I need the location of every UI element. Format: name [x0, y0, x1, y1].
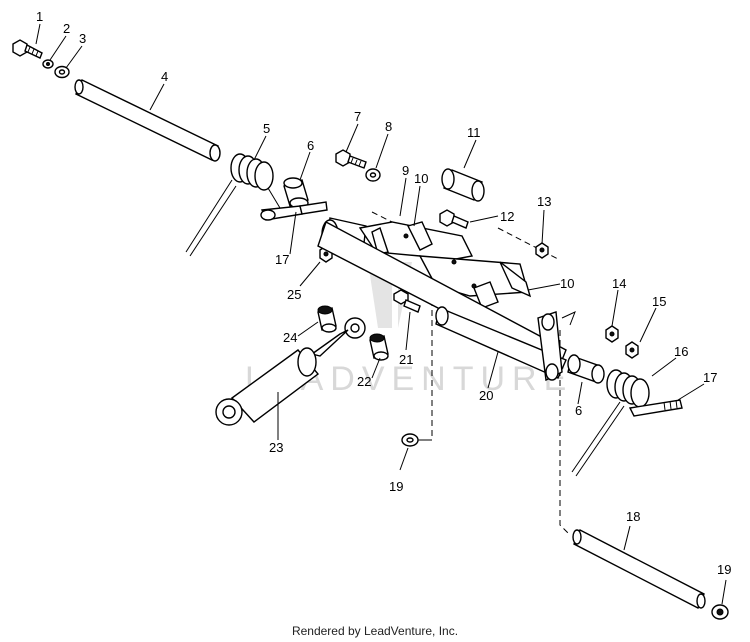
callout-23: 23 [269, 440, 283, 455]
part-23-shock-absorber[interactable] [215, 317, 366, 426]
callout-9: 9 [402, 163, 409, 178]
part-14-nut[interactable] [605, 325, 619, 343]
callout-17: 17 [275, 252, 289, 267]
part-22-bushing[interactable] [369, 333, 389, 361]
callout-12: 12 [500, 209, 514, 224]
callout-22: 22 [357, 374, 371, 389]
callout-10b: 10 [560, 276, 574, 291]
part-13-nut[interactable] [535, 242, 549, 259]
callout-21: 21 [399, 352, 413, 367]
callout-11: 11 [467, 125, 481, 140]
part-8-nut[interactable] [365, 168, 381, 182]
part-11-sleeve[interactable] [441, 168, 485, 202]
callout-3: 3 [79, 31, 86, 46]
callout-6: 6 [307, 138, 314, 153]
callout-25: 25 [287, 287, 301, 302]
part-6-bushing-upper[interactable] [283, 177, 309, 209]
part-1-bolt[interactable] [12, 39, 43, 59]
callout-18: 18 [626, 509, 640, 524]
part-16-torsion-spring[interactable] [571, 369, 650, 477]
callout-17b: 17 [703, 370, 717, 385]
part-24-bushing[interactable] [317, 305, 337, 333]
callout-19: 19 [389, 479, 403, 494]
part-6-bushing-lower[interactable] [567, 354, 605, 384]
callout-1: 1 [36, 9, 43, 24]
footer-credit: Rendered by LeadVenture, Inc. [291, 624, 459, 638]
part-3-flat-washer[interactable] [54, 65, 70, 79]
part-21-bolt[interactable] [393, 289, 421, 313]
part-20-main-shaft[interactable] [317, 220, 567, 382]
part-17-spring-pin-upper[interactable] [260, 201, 328, 221]
part-5-torsion-spring[interactable] [185, 153, 301, 257]
callout-20: 20 [479, 388, 493, 403]
part-12-bolt[interactable] [439, 209, 469, 229]
callout-numbers: 1 2 3 4 5 6 7 8 9 10 11 12 13 10 14 15 1… [36, 9, 731, 577]
callout-14: 14 [612, 276, 626, 291]
callout-16: 16 [674, 344, 688, 359]
callout-24: 24 [283, 330, 297, 345]
callout-5: 5 [263, 121, 270, 136]
part-7-bolt[interactable] [335, 149, 367, 169]
callout-2: 2 [63, 21, 70, 36]
callout-7: 7 [354, 109, 361, 124]
part-15-nut[interactable] [625, 341, 639, 359]
part-18-rod[interactable] [572, 529, 706, 609]
callout-15: 15 [652, 294, 666, 309]
part-2-lock-washer[interactable] [42, 59, 54, 69]
part-19-washer-lower[interactable] [711, 604, 729, 620]
callout-8: 8 [385, 119, 392, 134]
part-17-spring-pin-lower[interactable] [628, 399, 683, 417]
callout-19b: 19 [717, 562, 731, 577]
callout-6b: 6 [575, 403, 582, 418]
callout-13: 13 [537, 194, 551, 209]
part-19-washer-center[interactable] [401, 433, 419, 447]
callout-10: 10 [414, 171, 428, 186]
callout-4: 4 [161, 69, 168, 84]
part-4-rod[interactable] [74, 79, 221, 162]
leader-lines [35, 23, 727, 605]
